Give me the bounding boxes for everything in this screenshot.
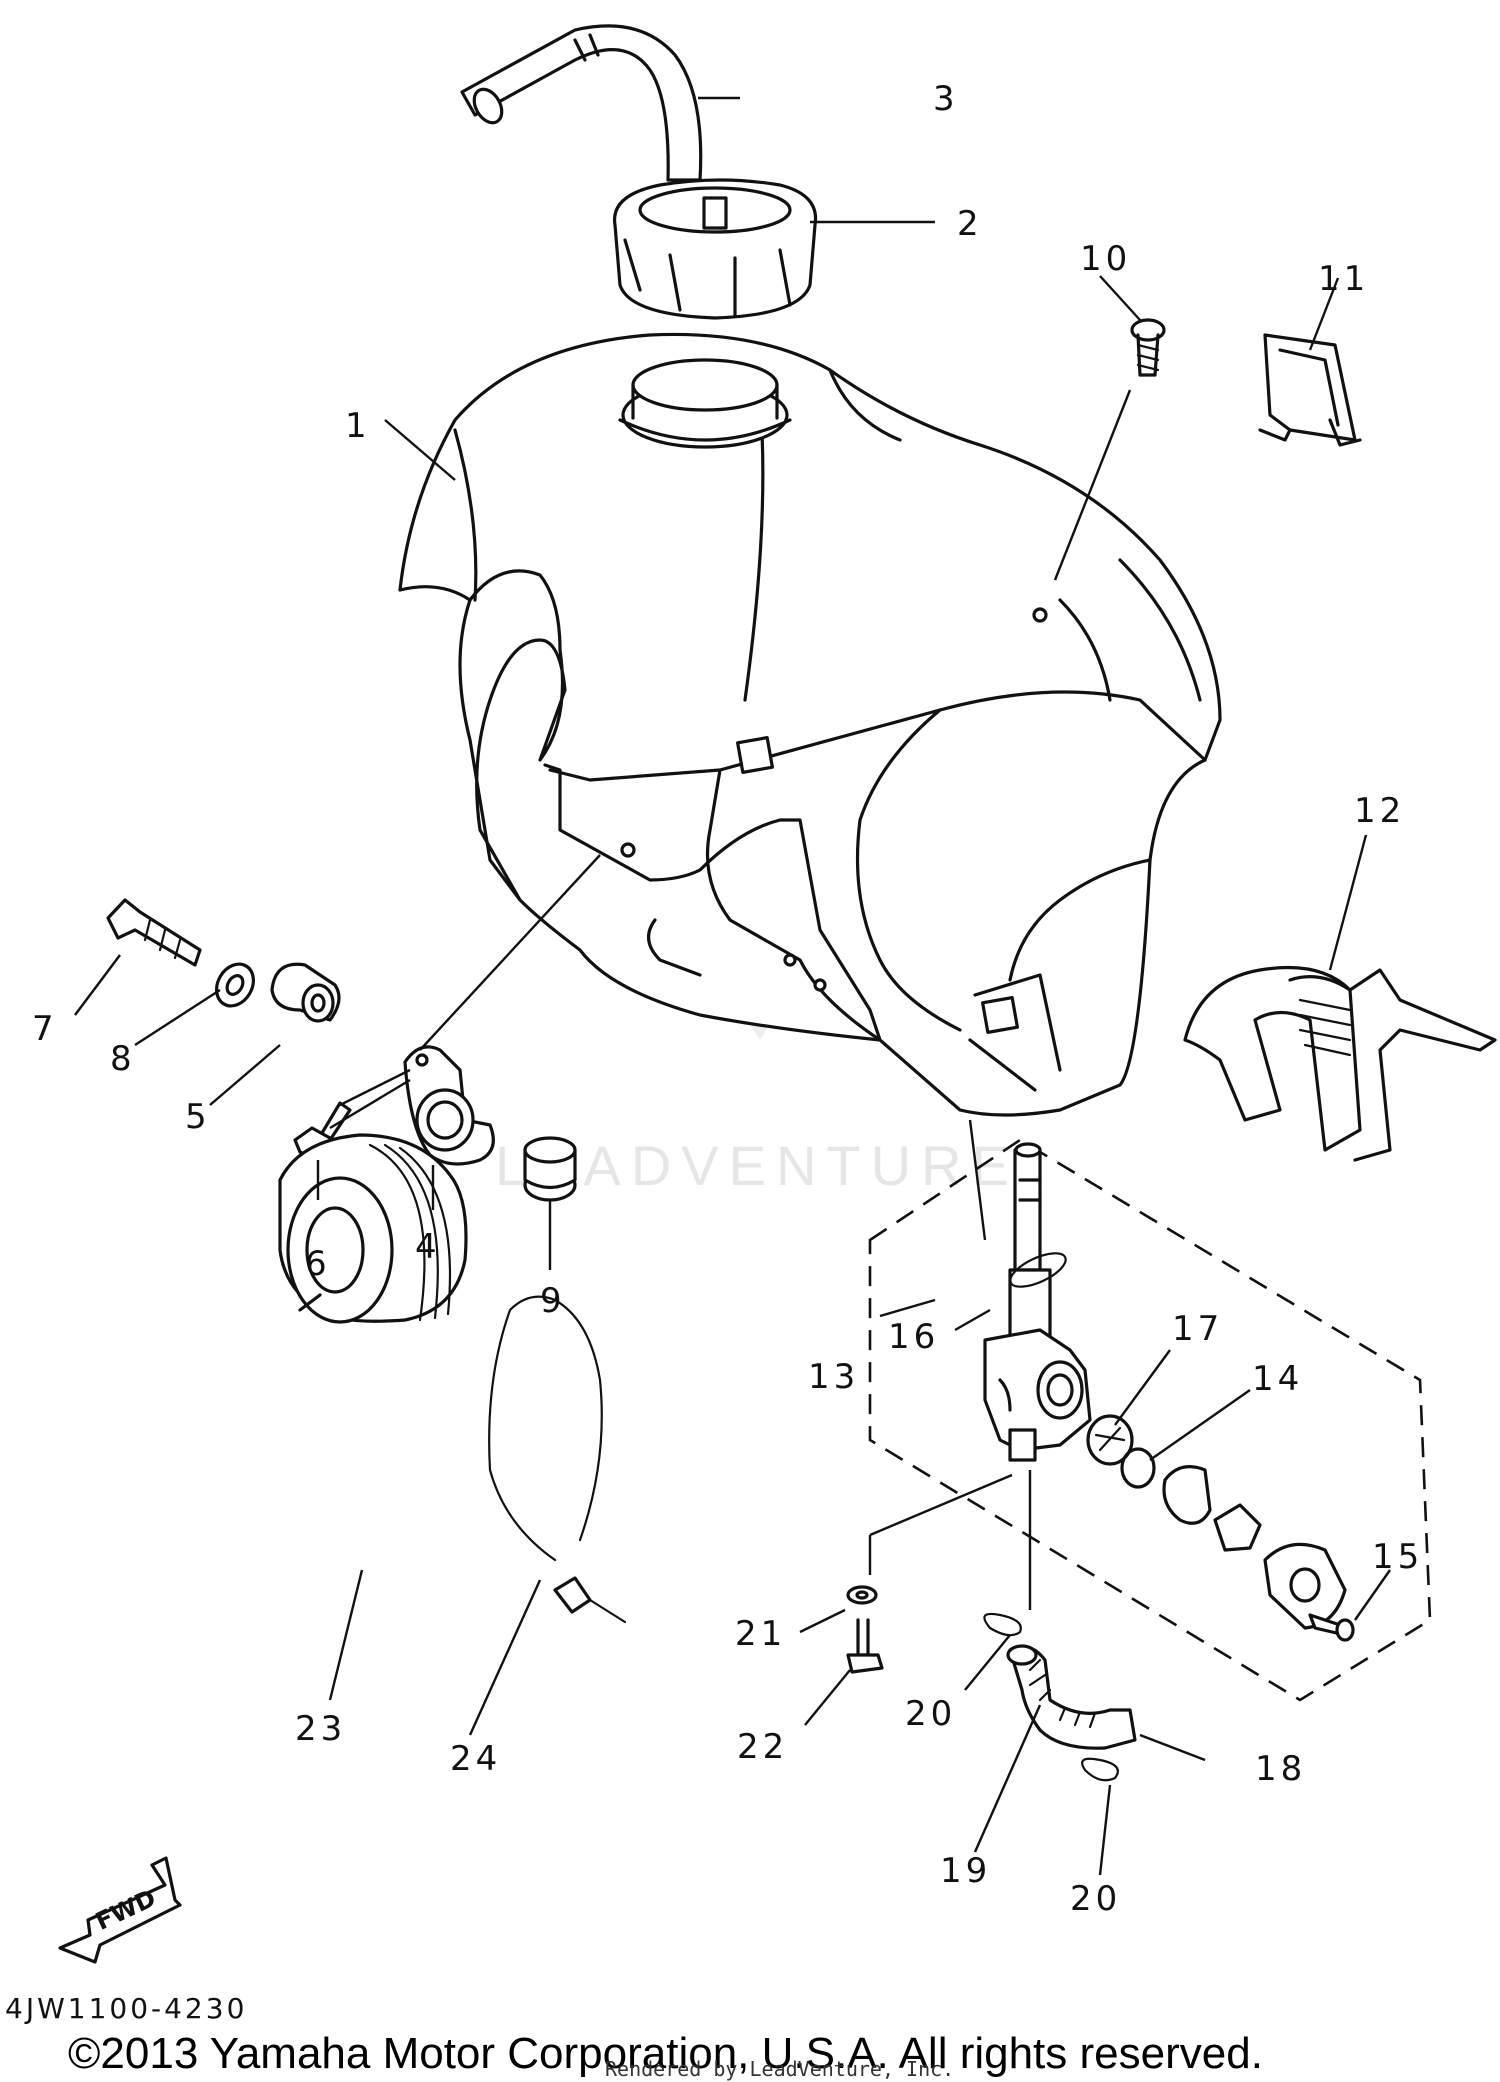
fwd-arrow: FWD bbox=[58, 1856, 182, 1964]
callout-15: 15 bbox=[1372, 1537, 1423, 1577]
part-bracket-4 bbox=[403, 1045, 495, 1166]
callout-2: 2 bbox=[957, 204, 983, 244]
part-washer-21 bbox=[846, 1585, 878, 1605]
callout-7: 7 bbox=[32, 1009, 58, 1049]
callout-8: 8 bbox=[110, 1039, 136, 1079]
callout-22: 22 bbox=[737, 1727, 788, 1767]
rendered-by-note: Rendered by LeadVenture, Inc. bbox=[605, 2057, 954, 2081]
callout-18: 18 bbox=[1255, 1749, 1306, 1789]
part-gasket-17 bbox=[1086, 1414, 1134, 1466]
part-collar-9 bbox=[523, 1136, 577, 1202]
callout-19: 19 bbox=[940, 1851, 991, 1891]
callout-21: 21 bbox=[735, 1614, 786, 1654]
callout-17: 17 bbox=[1172, 1309, 1223, 1349]
callout-24: 24 bbox=[450, 1739, 501, 1779]
callout-3: 3 bbox=[933, 79, 959, 119]
diagram-code: 4JW1100-4230 bbox=[5, 1992, 247, 2025]
part-clip-11 bbox=[1258, 333, 1362, 447]
callout-6: 6 bbox=[305, 1244, 331, 1284]
leader-lines bbox=[74, 96, 1391, 1876]
part-vent-hose bbox=[460, 24, 703, 182]
filler-neck bbox=[618, 358, 792, 449]
callout-1: 1 bbox=[345, 406, 371, 446]
callout-20-upper: 20 bbox=[905, 1694, 956, 1734]
part-band-24 bbox=[488, 1295, 627, 1624]
part-damper-5 bbox=[270, 962, 341, 1023]
callout-23: 23 bbox=[295, 1709, 346, 1749]
callout-12: 12 bbox=[1354, 791, 1405, 831]
callout-11: 11 bbox=[1318, 259, 1369, 299]
callout-9: 9 bbox=[540, 1281, 566, 1321]
part-guard-12 bbox=[1183, 965, 1497, 1162]
part-clip-20-upper bbox=[983, 1612, 1022, 1637]
part-fuel-tank bbox=[398, 332, 1222, 1117]
part-bolt-7 bbox=[106, 898, 202, 967]
callout-13: 13 bbox=[808, 1357, 859, 1397]
callout-5: 5 bbox=[185, 1097, 211, 1137]
part-fuel-cock-assembly-13 bbox=[868, 1138, 1432, 1702]
callout-4: 4 bbox=[415, 1227, 441, 1267]
part-screw-15 bbox=[1308, 1613, 1355, 1642]
callout-numbers: 3 2 1 10 11 12 7 8 5 6 4 9 13 16 17 14 1… bbox=[32, 79, 1423, 1919]
part-hose-protector-23 bbox=[278, 1133, 468, 1324]
callout-16: 16 bbox=[888, 1317, 939, 1357]
part-clip-20-lower bbox=[1081, 1757, 1119, 1782]
part-fuel-cap bbox=[612, 178, 818, 320]
part-screw-22 bbox=[846, 1618, 884, 1674]
part-oring-14 bbox=[1120, 1447, 1156, 1489]
copyright-notice: ©2013 Yamaha Motor Corporation, U.S.A. A… bbox=[68, 2029, 1263, 2078]
callout-14: 14 bbox=[1252, 1359, 1303, 1399]
part-lever-plate bbox=[1162, 1465, 1347, 1630]
part-oring-16 bbox=[1009, 1252, 1067, 1288]
part-screw-10 bbox=[1130, 318, 1166, 377]
part-washer-8 bbox=[215, 962, 255, 1008]
watermark-text: LEADVENTURE bbox=[495, 1134, 1019, 1197]
callout-20-lower: 20 bbox=[1070, 1879, 1121, 1919]
callout-10: 10 bbox=[1080, 239, 1131, 279]
